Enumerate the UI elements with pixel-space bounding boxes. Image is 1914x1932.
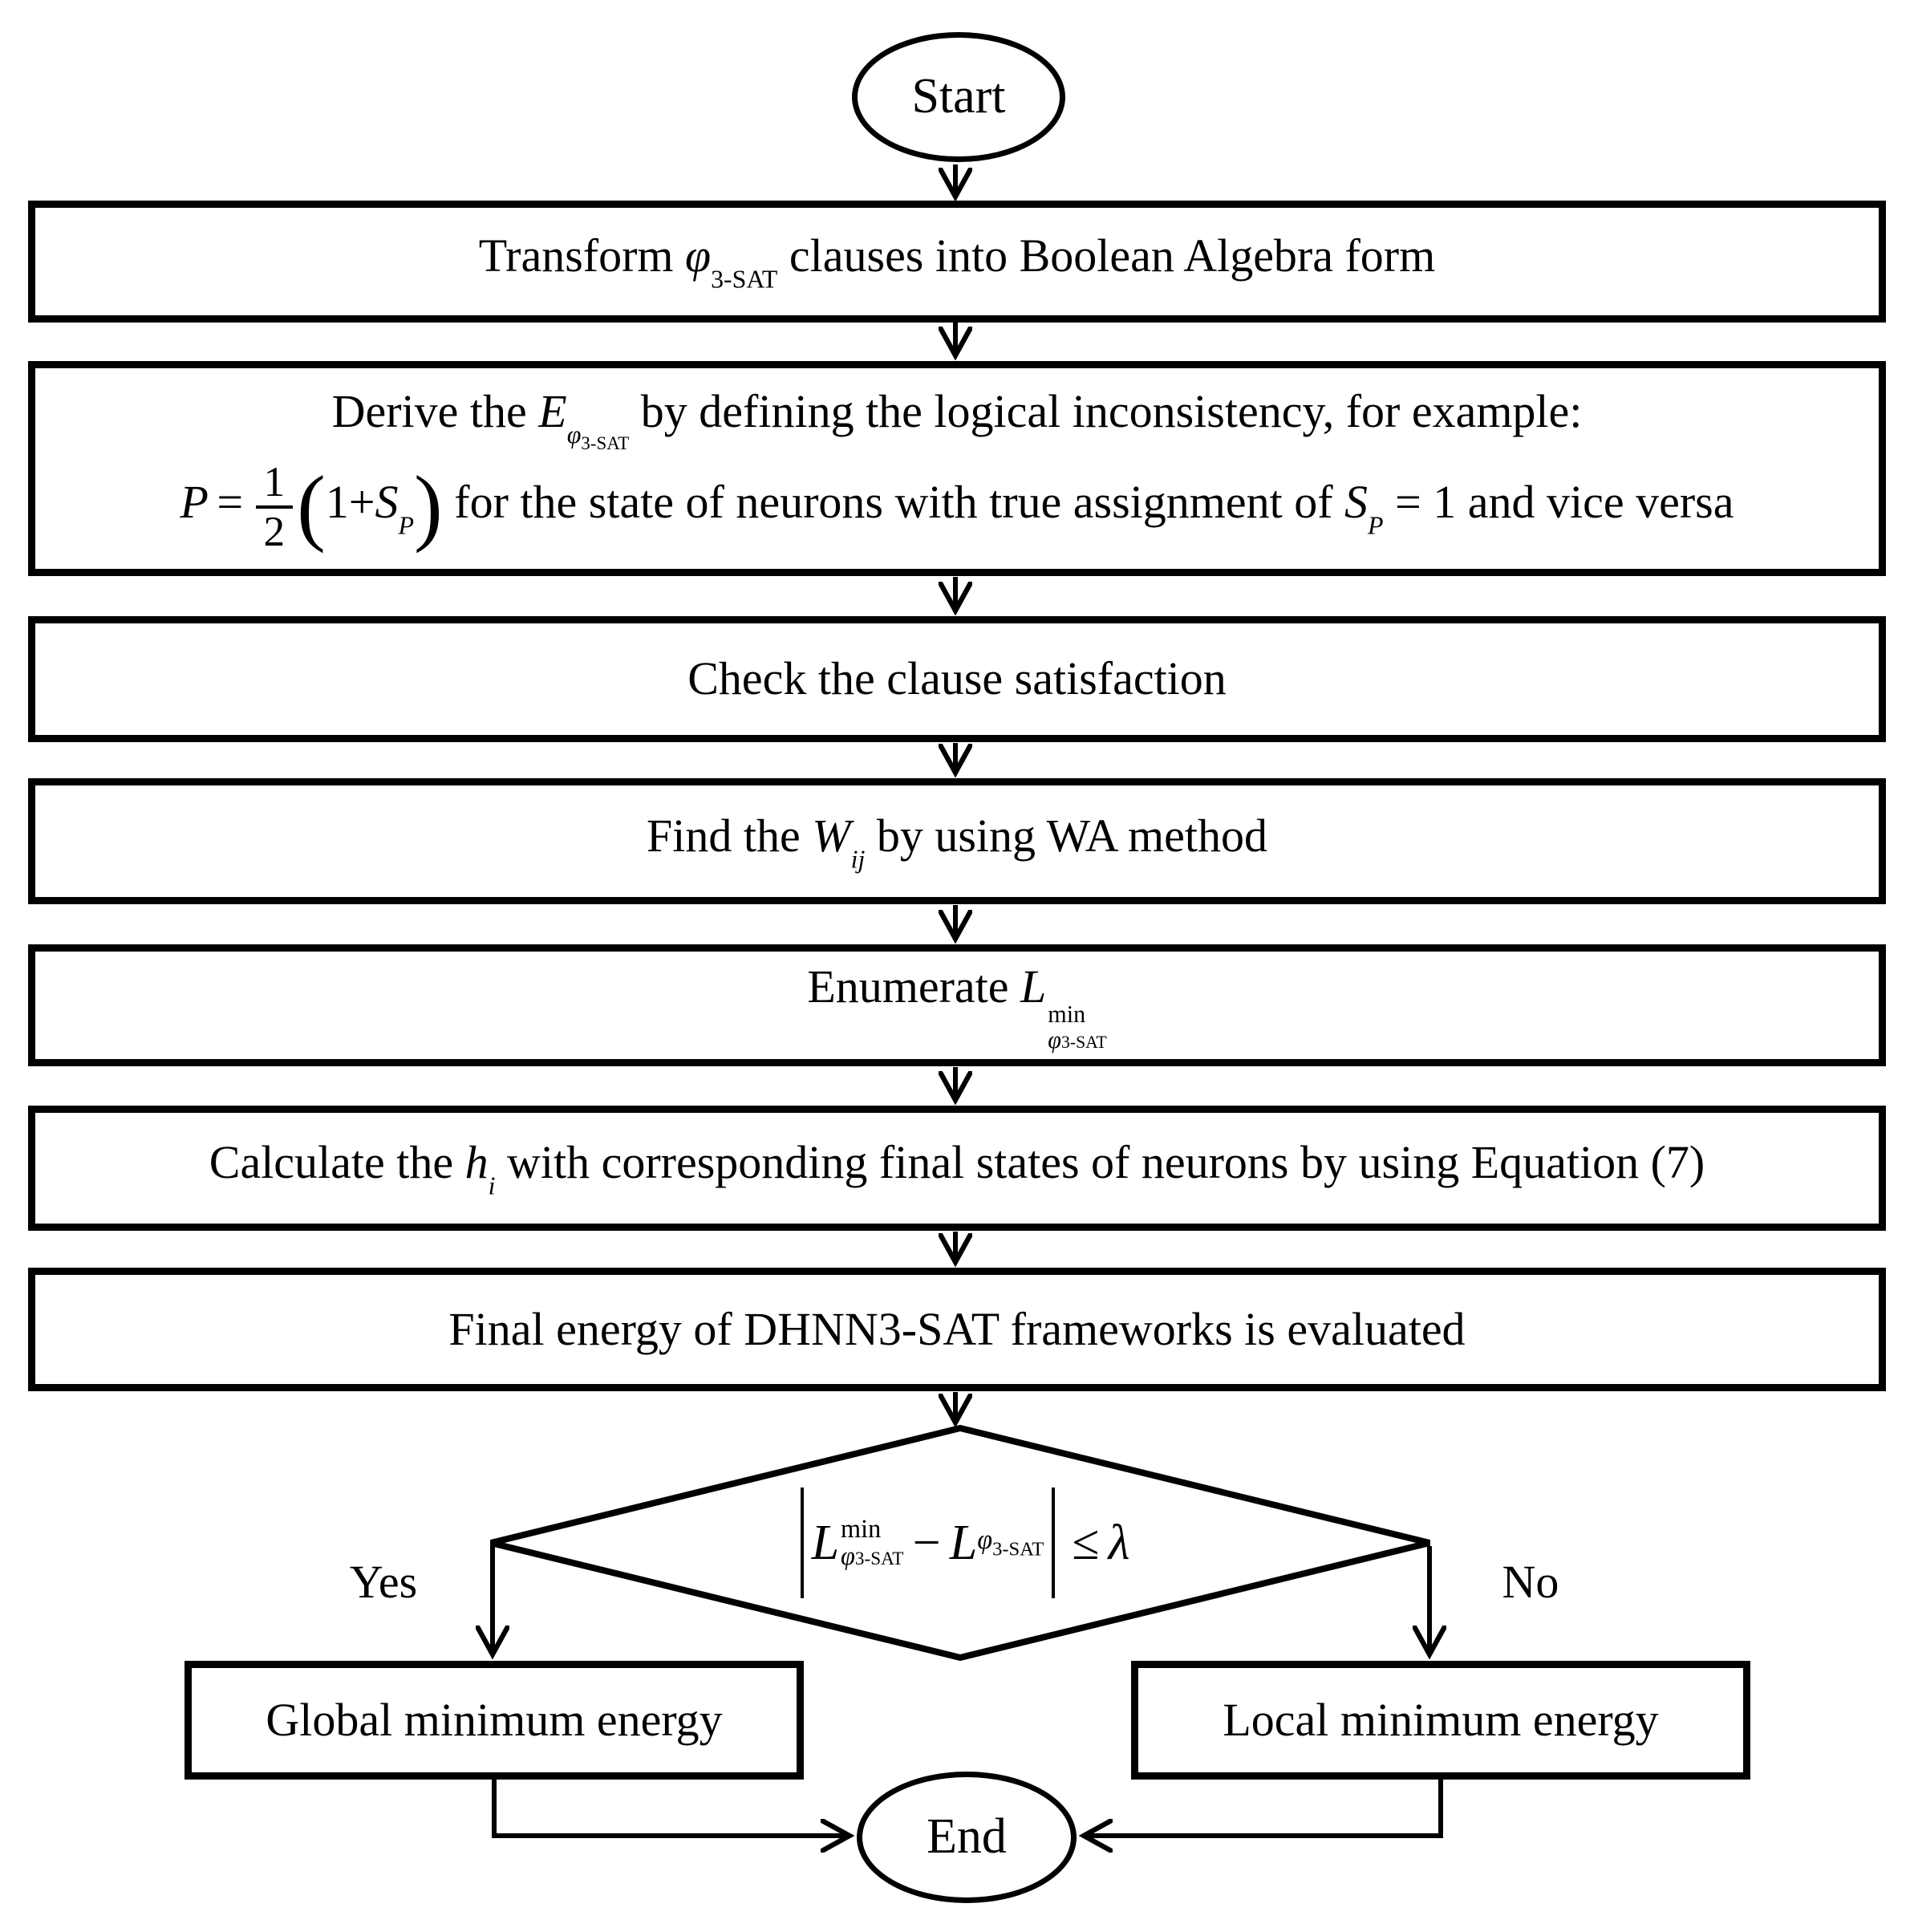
- weight-symbol: W: [812, 809, 851, 862]
- step-check-text: Check the clause satisfaction: [687, 652, 1227, 705]
- L-min-symbol: L: [1020, 960, 1047, 1013]
- end-terminal: End: [857, 1772, 1077, 1903]
- step-transform-box: Transform φ3-SAT clauses into Boolean Al…: [28, 201, 1886, 323]
- step-find-text: Find the Wij by using WA method: [647, 809, 1267, 874]
- step-final-energy-box: Final energy of DHNN3-SAT frameworks is …: [28, 1268, 1886, 1391]
- start-label: Start: [911, 69, 1006, 124]
- no-branch-label: No: [1502, 1556, 1559, 1608]
- step-calculate-text: Calculate the hi with corresponding fina…: [209, 1136, 1705, 1200]
- step-calculate-box: Calculate the hi with corresponding fina…: [28, 1106, 1886, 1231]
- step-derive-line1: Derive the Eφ3-SAT by defining the logic…: [331, 384, 1583, 454]
- global-minimum-box: Global minimum energy: [185, 1661, 804, 1780]
- start-terminal: Start: [852, 32, 1065, 162]
- abs-bar-right: [1052, 1488, 1056, 1598]
- step-transform-text: Transform φ3-SAT clauses into Boolean Al…: [478, 229, 1436, 294]
- yes-branch-label: Yes: [349, 1556, 418, 1608]
- global-minimum-text: Global minimum energy: [266, 1693, 723, 1746]
- left-paren: (: [297, 458, 326, 554]
- step-check-box: Check the clause satisfaction: [28, 616, 1886, 742]
- decision-diamond: [490, 1424, 1430, 1662]
- minus-sign: −: [912, 1515, 941, 1570]
- arrow-local-to-end: [1084, 1780, 1443, 1836]
- phi-symbol: φ: [685, 229, 712, 282]
- leq-sign: ≤: [1072, 1515, 1100, 1570]
- step-final-energy-text: Final energy of DHNN3-SAT frameworks is …: [448, 1302, 1466, 1355]
- local-field-symbol: h: [464, 1136, 489, 1189]
- right-paren: ): [414, 458, 443, 554]
- step-derive-box: Derive the Eφ3-SAT by defining the logic…: [28, 361, 1886, 576]
- end-label: End: [927, 1809, 1007, 1865]
- phi-symbol: φ: [566, 420, 582, 449]
- local-minimum-text: Local minimum energy: [1223, 1693, 1659, 1746]
- step-find-box: Find the Wij by using WA method: [28, 778, 1886, 904]
- lambda-symbol: λ: [1108, 1515, 1130, 1570]
- local-minimum-box: Local minimum energy: [1131, 1661, 1750, 1780]
- abs-bar-left: [800, 1488, 804, 1598]
- energy-symbol: E: [538, 384, 567, 437]
- arrow-global-to-end: [492, 1780, 850, 1836]
